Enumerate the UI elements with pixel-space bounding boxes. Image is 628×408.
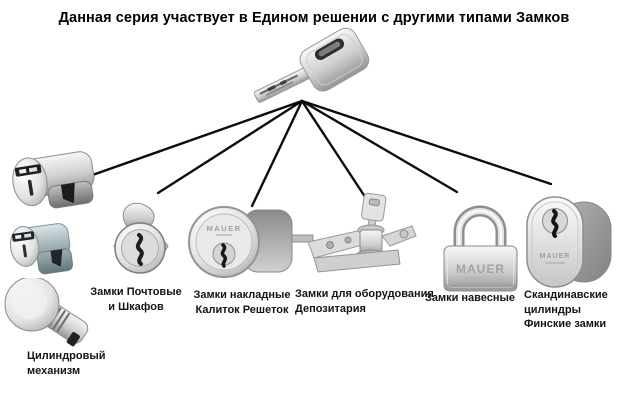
brand-band: [14, 164, 42, 177]
label-line: Калиток Решеток: [195, 303, 289, 316]
connector-line: [250, 99, 304, 208]
deposit-lock-icon: [300, 192, 420, 291]
padlock-icon: MAUER: [440, 196, 522, 299]
label-line: Замки для оборудования: [295, 288, 434, 300]
label-line: и Шкафов: [108, 300, 164, 313]
label-line: Депозитария: [295, 302, 366, 315]
connector-line: [300, 99, 553, 186]
brand-text: MAUER: [207, 224, 242, 233]
label-scandinavian-cylinders: Скандинавские цилиндры Финские замки: [524, 288, 628, 332]
label-padlocks: Замки навесные: [414, 291, 526, 306]
label-rim-gate-grill-locks: Замки накладные Калиток Решеток: [186, 288, 298, 317]
label-line: Скандинавские: [524, 289, 608, 301]
cam-lock-icon: [94, 198, 186, 291]
master-key-icon: [246, 27, 376, 103]
connector-line: [156, 99, 304, 195]
connector-line: [300, 99, 459, 194]
label-line: Замки навесные: [424, 292, 516, 304]
label-line: Финские замки: [524, 318, 607, 331]
connector-line: [82, 99, 304, 180]
euro-double-cylinder-icon: [8, 146, 100, 223]
label-line: Замки накладные: [193, 289, 291, 301]
oval-cylinder-icon: MAUER: [523, 194, 615, 295]
label-line: механизм: [27, 364, 81, 377]
label-mail-cabinet-locks: Замки Почтовые и Шкафов: [80, 285, 192, 314]
label-line: Цилиндровый: [27, 350, 106, 362]
rim-cylinder-icon: MAUER: [186, 204, 314, 287]
label-line: цилиндры: [524, 303, 582, 316]
brand-text: MAUER: [540, 253, 571, 260]
label-line: Замки Почтовые: [90, 286, 182, 298]
brand-text: MAUER: [456, 262, 505, 276]
label-deposit-equipment-locks: Замки для оборудования Депозитария: [295, 287, 437, 316]
diagram-title: Данная серия участвует в Едином решении …: [58, 10, 570, 26]
label-cylinder-mechanism: Цилиндровый механизм: [27, 349, 106, 378]
half-cylinder-icon: [6, 216, 78, 285]
